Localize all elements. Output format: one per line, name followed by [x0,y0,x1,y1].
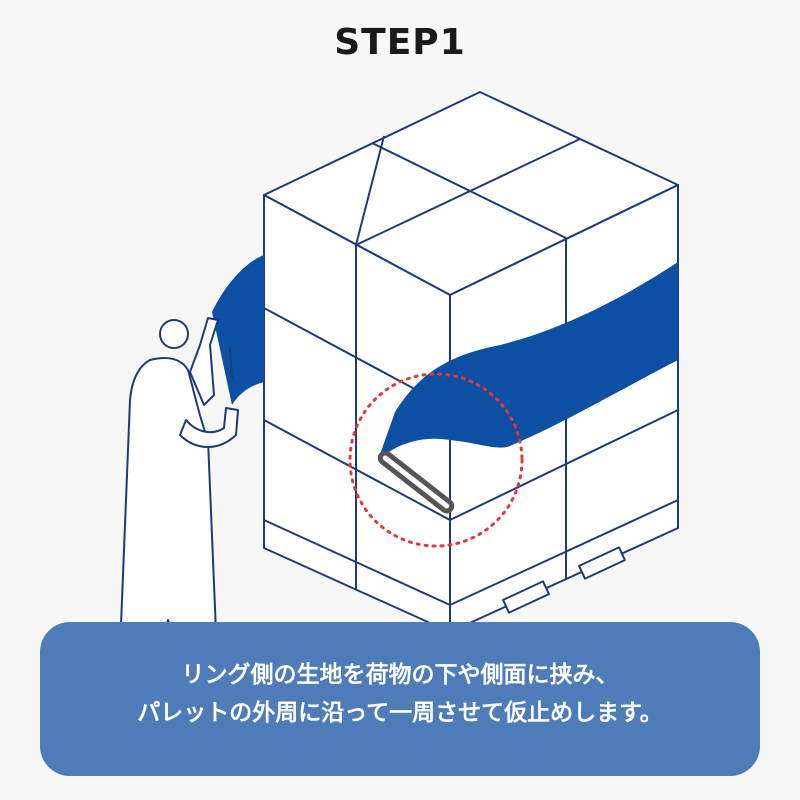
strap-band [212,255,678,460]
person-figure-icon [117,317,239,706]
ring-buckle-icon [377,450,455,514]
step-title: STEP1 [334,22,466,63]
highlight-circle-icon [348,372,524,548]
caption-line-1: リング側の生地を荷物の下や側面に挟み、 [181,662,619,688]
caption-line-2: パレットの外周に沿って一周させて仮止めします。 [137,700,663,726]
caption-box: リング側の生地を荷物の下や側面に挟み、 パレットの外周に沿って一周させて仮止めし… [40,622,760,776]
